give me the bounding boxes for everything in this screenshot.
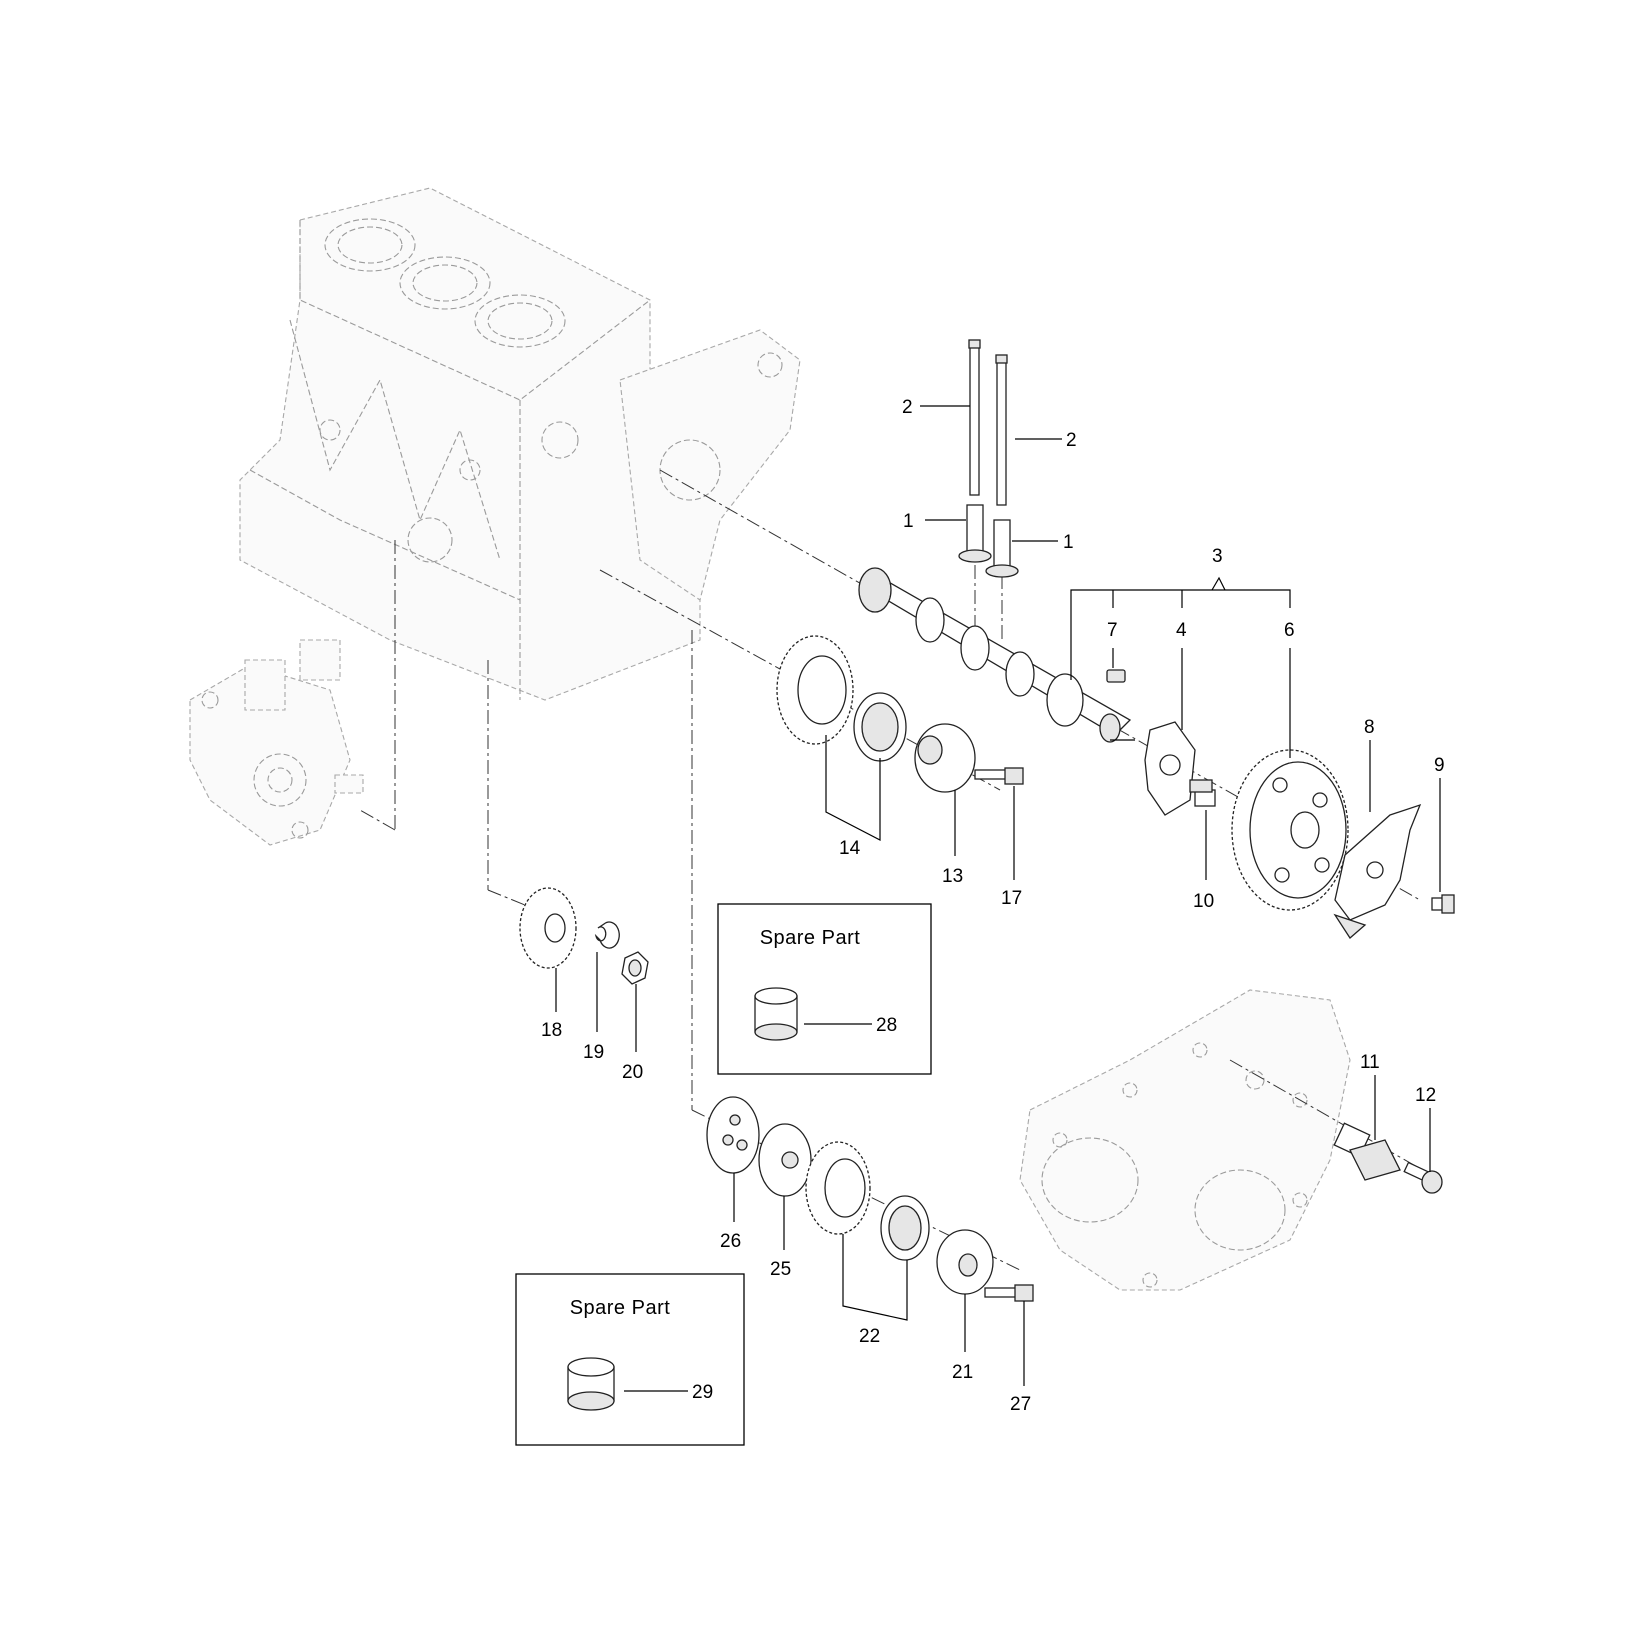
lock-washer xyxy=(594,921,620,949)
tappets xyxy=(958,504,1019,578)
leader-lines xyxy=(555,405,1441,1386)
bolt-10 xyxy=(1189,779,1216,807)
sensor-plate xyxy=(1333,803,1422,939)
callout-27: 27 xyxy=(1010,1394,1031,1415)
shim-26 xyxy=(706,1096,760,1174)
bushing-28 xyxy=(754,987,798,1041)
callout-28: 28 xyxy=(876,1015,897,1036)
callout-6: 6 xyxy=(1284,620,1295,641)
engine-block-ghost xyxy=(239,187,801,701)
pump-gear xyxy=(519,887,577,969)
spare-part-box-29: Spare Part xyxy=(515,1273,745,1446)
callout-18: 18 xyxy=(541,1020,562,1041)
callout-17: 17 xyxy=(1001,888,1022,909)
callout-21: 21 xyxy=(952,1362,973,1383)
idler-gear-upper xyxy=(776,635,854,745)
bolt-9 xyxy=(1431,894,1455,914)
hex-nut xyxy=(621,951,649,985)
callout-2-left: 2 xyxy=(902,397,913,418)
key xyxy=(1106,669,1126,683)
callout-25: 25 xyxy=(770,1259,791,1280)
cam-gear xyxy=(1231,749,1349,911)
bushing-lower xyxy=(880,1195,930,1261)
camshaft xyxy=(858,567,1135,743)
callout-8: 8 xyxy=(1364,717,1375,738)
bushing-upper xyxy=(853,692,907,762)
callout-13: 13 xyxy=(942,866,963,887)
bushing-29 xyxy=(567,1357,615,1411)
idler-shaft-upper xyxy=(914,723,976,793)
speed-sensor xyxy=(1333,1122,1401,1181)
idler-gear-lower xyxy=(805,1141,871,1235)
spare-part-box-28: Spare Part xyxy=(717,903,932,1075)
plate-25 xyxy=(758,1123,812,1197)
spare-part-title: Spare Part xyxy=(570,1297,671,1319)
callout-26: 26 xyxy=(720,1231,741,1252)
callout-19: 19 xyxy=(583,1042,604,1063)
idler-shaft-lower xyxy=(936,1229,994,1295)
callout-14: 14 xyxy=(839,838,861,859)
bolt-17 xyxy=(974,767,1024,785)
callout-10: 10 xyxy=(1193,891,1214,912)
callout-3: 3 xyxy=(1212,546,1223,567)
callout-1-right: 1 xyxy=(1063,532,1074,553)
callout-20: 20 xyxy=(622,1062,643,1083)
fuel-pump xyxy=(189,639,364,846)
front-cover-ghost xyxy=(1019,989,1351,1291)
callout-9: 9 xyxy=(1434,755,1445,776)
callout-22: 22 xyxy=(859,1326,880,1347)
push-rods xyxy=(968,339,1008,506)
bolt-12 xyxy=(1403,1161,1443,1194)
callout-12: 12 xyxy=(1415,1085,1436,1106)
callout-4: 4 xyxy=(1176,620,1187,641)
spare-part-title: Spare Part xyxy=(760,927,861,949)
callout-29: 29 xyxy=(692,1382,713,1403)
callout-2-right: 2 xyxy=(1066,430,1077,451)
callout-labels: 2 2 1 1 3 7 4 6 8 9 10 14 13 17 18 19 20… xyxy=(541,397,1445,1415)
callout-1-left: 1 xyxy=(903,511,914,532)
callout-7: 7 xyxy=(1107,620,1118,641)
callout-11: 11 xyxy=(1360,1052,1380,1073)
bolt-27 xyxy=(984,1284,1034,1302)
